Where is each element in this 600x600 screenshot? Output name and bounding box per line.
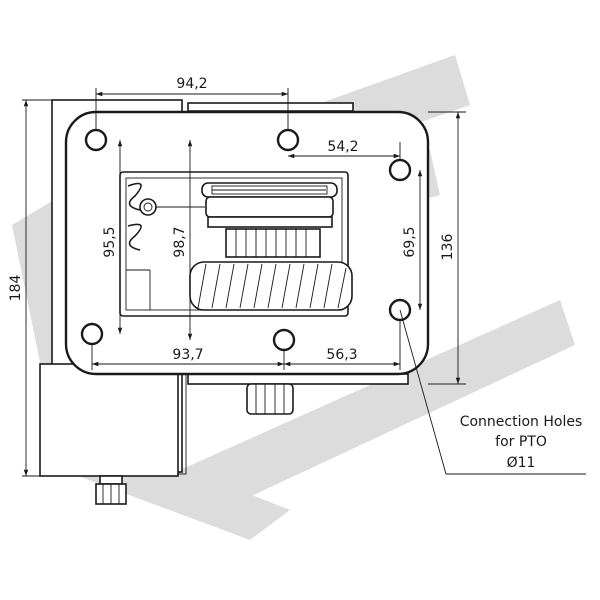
note-line-1: Connection Holes xyxy=(460,414,583,430)
small-gear xyxy=(225,228,321,258)
dim-gear-height: 98,7 xyxy=(172,226,188,257)
large-helical-gear xyxy=(189,261,353,311)
hole-top-center xyxy=(276,128,300,152)
bearing-assembly xyxy=(201,182,338,228)
bottom-fitting xyxy=(95,475,127,505)
dim-bottom-right: 56,3 xyxy=(326,347,357,363)
dim-plate-height: 136 xyxy=(440,234,456,261)
dim-bottom-left: 93,7 xyxy=(172,347,203,363)
dim-overall-height: 184 xyxy=(8,275,24,302)
output-shaft xyxy=(246,383,294,415)
note-line-2: for PTO xyxy=(495,434,547,450)
dimension-lines xyxy=(23,91,461,476)
note-leader-line xyxy=(399,309,586,475)
dim-top-width: 94,2 xyxy=(176,76,207,92)
hole-top-left xyxy=(84,128,108,152)
hole-right-upper xyxy=(388,158,412,182)
dim-right-spacing: 69,5 xyxy=(402,226,418,257)
spring-clip xyxy=(127,182,205,251)
hole-bottom-left xyxy=(80,322,104,346)
hole-bottom-center xyxy=(272,328,296,352)
dim-left-height: 95,5 xyxy=(102,226,118,257)
note-line-3: Ø11 xyxy=(507,455,536,471)
dim-bore-spacing: 54,2 xyxy=(327,139,358,155)
